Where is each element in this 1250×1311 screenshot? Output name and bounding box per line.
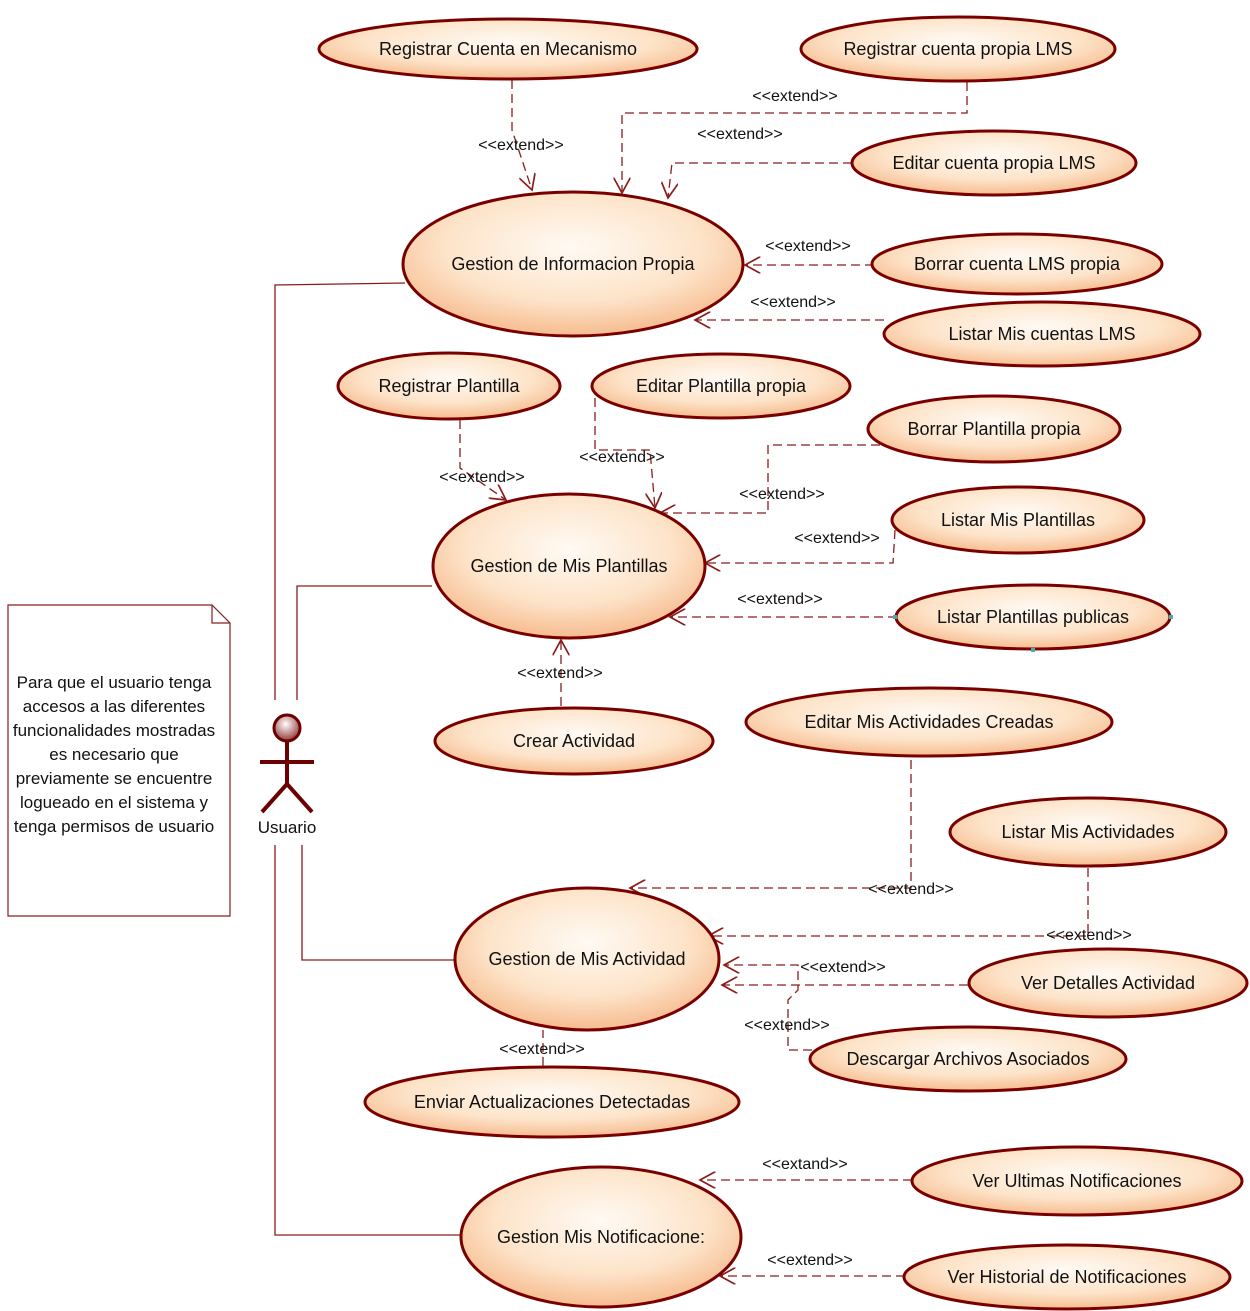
use-case-label: Borrar cuenta LMS propia [914, 254, 1121, 274]
use-case-label: Gestion de Mis Plantillas [470, 556, 667, 576]
note-line: logueado en el sistema y [20, 793, 209, 812]
use-case-gestion-mis-plantillas[interactable]: Gestion de Mis Plantillas [431, 492, 707, 640]
use-case-listar-plantillas-publicas[interactable]: Listar Plantillas publicas [894, 583, 1172, 651]
use-case-label: Gestion de Mis Actividad [488, 949, 685, 969]
use-case-label: Listar Mis Actividades [1001, 822, 1174, 842]
stereotype-extend: <<extend>> [517, 665, 602, 682]
stereotype-extend: <<extend>> [744, 1017, 829, 1034]
ext-line-registrar-mecanismo [511, 80, 532, 190]
use-case-label: Enviar Actualizaciones Detectadas [414, 1092, 690, 1112]
stereotype-extend: <<extend>> [478, 137, 563, 154]
use-case-editar-mis-actividades-creadas[interactable]: Editar Mis Actividades Creadas [744, 686, 1114, 758]
stereotype-extend: <<extend>> [800, 959, 885, 976]
note-line: previamente se encuentre [16, 769, 213, 788]
stereotype-extend: <<extend>> [499, 1041, 584, 1058]
assoc-gestion-actividad [301, 845, 455, 961]
note-line: Para que el usuario tenga [17, 673, 212, 692]
use-case-registrar-cuenta-mecanismo[interactable]: Registrar Cuenta en Mecanismo [317, 17, 699, 81]
use-case-label: Gestion de Informacion Propia [451, 254, 695, 274]
stereotype-extend: <<extend>> [439, 469, 524, 486]
use-case-label: Ver Ultimas Notificaciones [972, 1171, 1181, 1191]
stereotype-extend: <<extend>> [737, 591, 822, 608]
use-case-label: Listar Plantillas publicas [937, 607, 1129, 627]
assoc-gestion-plantillas [296, 585, 432, 700]
stereotype-extend: <<extend>> [767, 1252, 852, 1269]
use-case-ver-historial-notificaciones[interactable]: Ver Historial de Notificaciones [902, 1243, 1232, 1311]
use-case-enviar-actualizaciones-detectadas[interactable]: Enviar Actualizaciones Detectadas [363, 1065, 741, 1139]
stereotype-labels: <<extend>> <<extend>> <<extend>> <<exten… [439, 88, 1131, 1269]
ext-line-listar-actividades [708, 868, 1089, 936]
stereotype-extend: <<extend>> [739, 486, 824, 503]
assoc-gestion-notificaciones [274, 845, 462, 1236]
use-case-descargar-archivos-asociados[interactable]: Descargar Archivos Asociados [808, 1025, 1128, 1093]
use-case-editar-plantilla-propia[interactable]: Editar Plantilla propia [590, 352, 852, 420]
associations [274, 282, 462, 1236]
actor-usuario[interactable]: Usuario [258, 713, 317, 837]
stereotype-extend: <<extend>> [752, 88, 837, 105]
use-case-listar-mis-actividades[interactable]: Listar Mis Actividades [948, 796, 1228, 868]
stereotype-extend: <<extend>> [794, 530, 879, 547]
use-case-label: Crear Actividad [513, 731, 635, 751]
ext-line-registrar-lms [622, 82, 968, 193]
ext-line-listar-mis-plantillas [705, 529, 896, 563]
extend-lines [459, 80, 1089, 1276]
use-case-label: Descargar Archivos Asociados [846, 1049, 1089, 1069]
ext-line-editar-lms [668, 162, 852, 198]
use-case-registrar-plantilla[interactable]: Registrar Plantilla [336, 351, 562, 421]
actor-label: Usuario [258, 818, 317, 837]
use-case-listar-mis-cuentas-lms[interactable]: Listar Mis cuentas LMS [882, 300, 1202, 368]
note-line: es necesario que [49, 745, 178, 764]
use-case-label: Borrar Plantilla propia [907, 419, 1081, 439]
note-line: accesos a las diferentes [23, 697, 205, 716]
use-case-ver-ultimas-notificaciones[interactable]: Ver Ultimas Notificaciones [910, 1145, 1244, 1217]
use-case-editar-cuenta-propia-lms[interactable]: Editar cuenta propia LMS [850, 129, 1138, 197]
use-case-listar-mis-plantillas[interactable]: Listar Mis Plantillas [890, 485, 1146, 555]
stereotype-extend: <<extend>> [1046, 927, 1131, 944]
use-case-label: Registrar Plantilla [378, 376, 520, 396]
use-case-label: Listar Mis Plantillas [941, 510, 1095, 530]
stereotype-extend: <<extend>> [579, 449, 664, 466]
assoc-gestion-informacion [274, 282, 406, 700]
use-case-label: Editar cuenta propia LMS [892, 153, 1095, 173]
use-case-gestion-informacion-propia[interactable]: Gestion de Informacion Propia [401, 190, 745, 338]
ext-line-registrar-plantilla [459, 420, 506, 500]
use-case-label: Editar Mis Actividades Creadas [804, 712, 1053, 732]
use-case-borrar-cuenta-lms-propia[interactable]: Borrar cuenta LMS propia [870, 232, 1164, 296]
use-case-label: Editar Plantilla propia [636, 376, 807, 396]
ext-line-descargar [724, 965, 812, 1051]
use-case-label: Ver Detalles Actividad [1021, 973, 1195, 993]
use-case-crear-actividad[interactable]: Crear Actividad [433, 706, 715, 776]
use-case-label: Registrar Cuenta en Mecanismo [379, 39, 637, 59]
use-case-label: Listar Mis cuentas LMS [948, 324, 1135, 344]
note: Para que el usuario tenga accesos a las … [7, 604, 231, 917]
use-case-label: Gestion Mis Notificacione: [497, 1227, 705, 1247]
note-line: funcionalidades mostradas [13, 721, 215, 740]
ext-line-editar-actividades [630, 760, 912, 888]
actor-head [272, 713, 302, 743]
note-line: tenga permisos de usuario [14, 817, 214, 836]
use-case-borrar-plantilla-propia[interactable]: Borrar Plantilla propia [866, 394, 1122, 464]
stereotype-extend: <<extend>> [765, 238, 850, 255]
use-case-gestion-mis-actividad[interactable]: Gestion de Mis Actividad [453, 886, 721, 1032]
stereotype-extend: <<extend>> [750, 294, 835, 311]
use-case-ver-detalles-actividad[interactable]: Ver Detalles Actividad [967, 947, 1249, 1019]
ext-line-borrar-plantilla [660, 444, 880, 513]
use-case-registrar-cuenta-propia-lms[interactable]: Registrar cuenta propia LMS [799, 15, 1117, 83]
stereotype-extend: <<extend>> [697, 126, 782, 143]
use-case-label: Ver Historial de Notificaciones [947, 1267, 1186, 1287]
use-case-gestion-mis-notificaciones[interactable]: Gestion Mis Notificacione: [459, 1165, 743, 1309]
use-cases: Registrar Cuenta en Mecanismo Registrar … [317, 15, 1249, 1311]
stereotype-extand: <<extand>> [762, 1156, 847, 1173]
use-case-label: Registrar cuenta propia LMS [843, 39, 1072, 59]
stereotype-extend: <<extend>> [868, 881, 953, 898]
selection-handles [893, 615, 1173, 652]
